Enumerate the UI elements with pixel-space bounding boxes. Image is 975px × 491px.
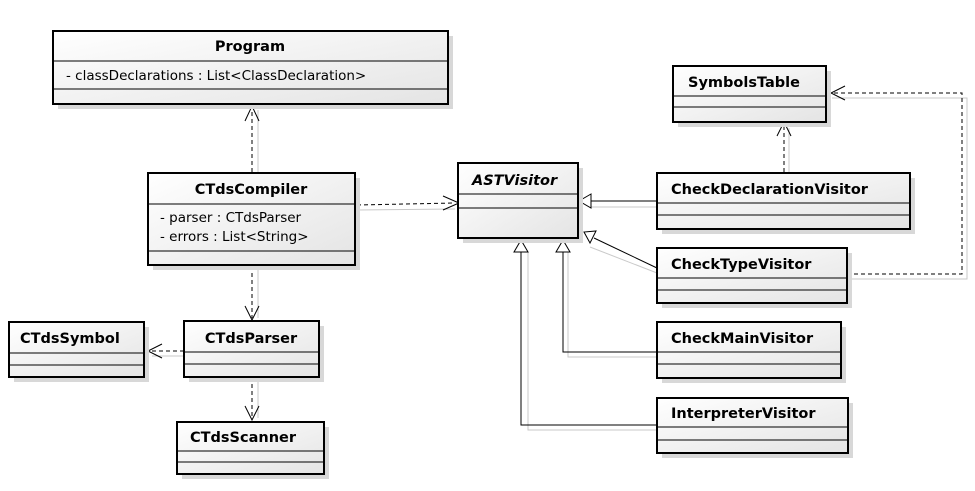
class-ctdssymbol: CTdsSymbol (8, 321, 149, 382)
dependency-parser-to-symbol (146, 343, 184, 359)
class-name: CheckTypeVisitor (671, 257, 812, 273)
class-astvisitor: ASTVisitor (457, 162, 583, 243)
dependency-parser-to-scanner (244, 377, 260, 422)
class-name: CTdsParser (205, 331, 298, 347)
dependency-compiler-to-astvisitor (356, 195, 461, 211)
dependency-compiler-to-parser (244, 266, 260, 322)
dependency-compiler-to-program (244, 104, 260, 172)
class-name: ASTVisitor (471, 173, 558, 189)
class-name: CTdsCompiler (195, 182, 308, 198)
class-name: Program (215, 39, 285, 55)
class-name: SymbolsTable (688, 75, 800, 91)
class-checkmainvisitor: CheckMainVisitor (656, 321, 846, 383)
class-ctdsparser: CTdsParser (183, 320, 324, 382)
class-attribute: - parser : CTdsParser (160, 210, 302, 226)
generalization-checkmain-to-astvisitor (555, 239, 657, 358)
class-name: CheckMainVisitor (671, 331, 814, 347)
class-symbolstable: SymbolsTable (672, 65, 831, 127)
class-checkdeclarationvisitor: CheckDeclarationVisitor (656, 172, 915, 234)
class-name: CTdsSymbol (20, 331, 120, 347)
relations (146, 85, 968, 431)
classes: Program - classDeclarations : List<Class… (8, 30, 915, 479)
class-name: InterpreterVisitor (671, 406, 816, 422)
class-name: CTdsScanner (190, 430, 297, 446)
class-ctdsscanner: CTdsScanner (176, 421, 329, 479)
class-program: Program - classDeclarations : List<Class… (52, 30, 453, 109)
class-ctdscompiler: CTdsCompiler - parser : CTdsParser - err… (147, 172, 360, 270)
class-attribute: - errors : List<String> (160, 229, 309, 245)
generalization-checktype-to-astvisitor (583, 230, 658, 274)
generalization-checkdecl-to-astvisitor (578, 193, 657, 209)
class-attribute: - classDeclarations : List<ClassDeclarat… (66, 68, 366, 84)
class-interpretervisitor: InterpreterVisitor (656, 397, 853, 458)
dependency-checkdecl-to-symbolstable (776, 120, 792, 172)
class-checktypevisitor: CheckTypeVisitor (656, 247, 852, 308)
class-name: CheckDeclarationVisitor (671, 182, 869, 198)
generalization-interpreter-to-astvisitor (513, 239, 657, 431)
